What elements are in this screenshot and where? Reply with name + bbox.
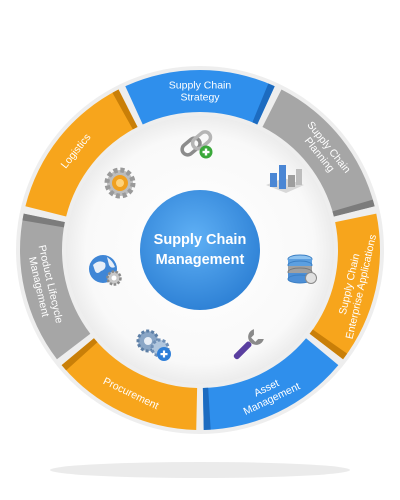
segment-band-logistics xyxy=(25,89,138,217)
center-title-line2: Management xyxy=(156,252,245,268)
chain-link-plus-icon xyxy=(180,130,213,159)
segment-band-asset xyxy=(202,338,339,430)
segment-logistics: Logistics xyxy=(25,89,138,217)
database-stack-icon xyxy=(287,254,317,284)
ring-shadow xyxy=(50,462,350,478)
segment-band-planning xyxy=(262,89,375,217)
segment-band-enterprise xyxy=(309,213,380,360)
bar-chart-icon xyxy=(266,165,304,193)
segment-edge-planning xyxy=(332,199,375,217)
gear-icon xyxy=(104,167,136,199)
segment-band-strategy xyxy=(125,70,275,125)
segment-procurement: Procurement xyxy=(61,338,198,430)
segment-edge-lifecycle xyxy=(22,213,65,228)
segment-band-lifecycle xyxy=(19,213,91,360)
wrench-icon xyxy=(233,329,264,360)
center-title-line1: Supply Chain xyxy=(154,232,247,248)
segment-edge-logistics xyxy=(112,89,138,130)
center-circle xyxy=(140,190,260,310)
segment-edge-enterprise xyxy=(309,329,348,360)
segment-label-strategy-line2: Strategy xyxy=(180,92,220,104)
globe-gear-icon xyxy=(89,255,122,286)
segment-label-strategy-line1: Supply Chain xyxy=(169,80,232,92)
segment-edge-asset xyxy=(202,387,211,430)
segment-band-procurement xyxy=(61,338,198,430)
gears-plus-icon xyxy=(136,329,171,361)
segment-edge-procurement xyxy=(61,338,98,371)
segment-edge-strategy xyxy=(252,83,275,125)
